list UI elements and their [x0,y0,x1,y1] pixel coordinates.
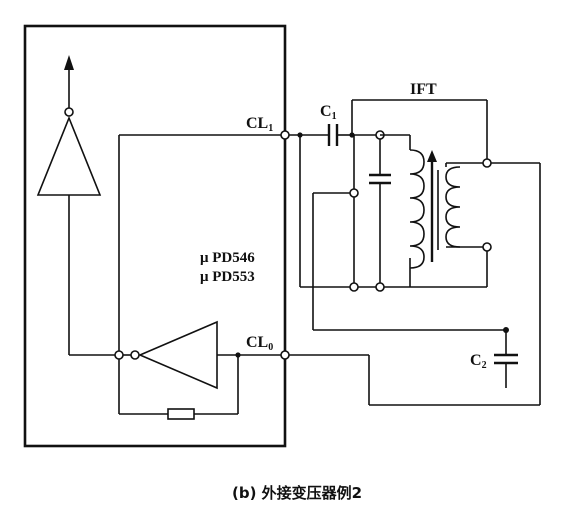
cl0-label: CL0 [246,334,273,353]
ift-adjustable-core [427,150,439,262]
figure-caption: (b) 外接变压器例2 [232,484,362,502]
cl0-pin [280,350,290,360]
cl1-label: CL1 [246,115,273,134]
c1-label: C1 [320,103,337,122]
c2-label: C2 [470,352,487,371]
ift-tuning-capacitor [369,139,391,292]
oscillator-inverter [69,135,281,414]
ift-secondary-rail [289,158,541,406]
part-number-1: μ PD546 [200,250,255,266]
ift-primary-rail [312,134,487,330]
feedback-resistor [119,408,238,420]
c2-capacitor [313,327,518,388]
ift-secondary-coil [445,166,461,248]
cl1-pin [280,130,290,140]
output-buffer-amplifier [36,55,102,355]
ift-primary-coil [409,149,425,269]
ift-label: IFT [410,81,437,98]
cl1-external-network [289,99,488,288]
part-number-2: μ PD553 [200,269,255,285]
ic-chip-outline [23,24,287,448]
